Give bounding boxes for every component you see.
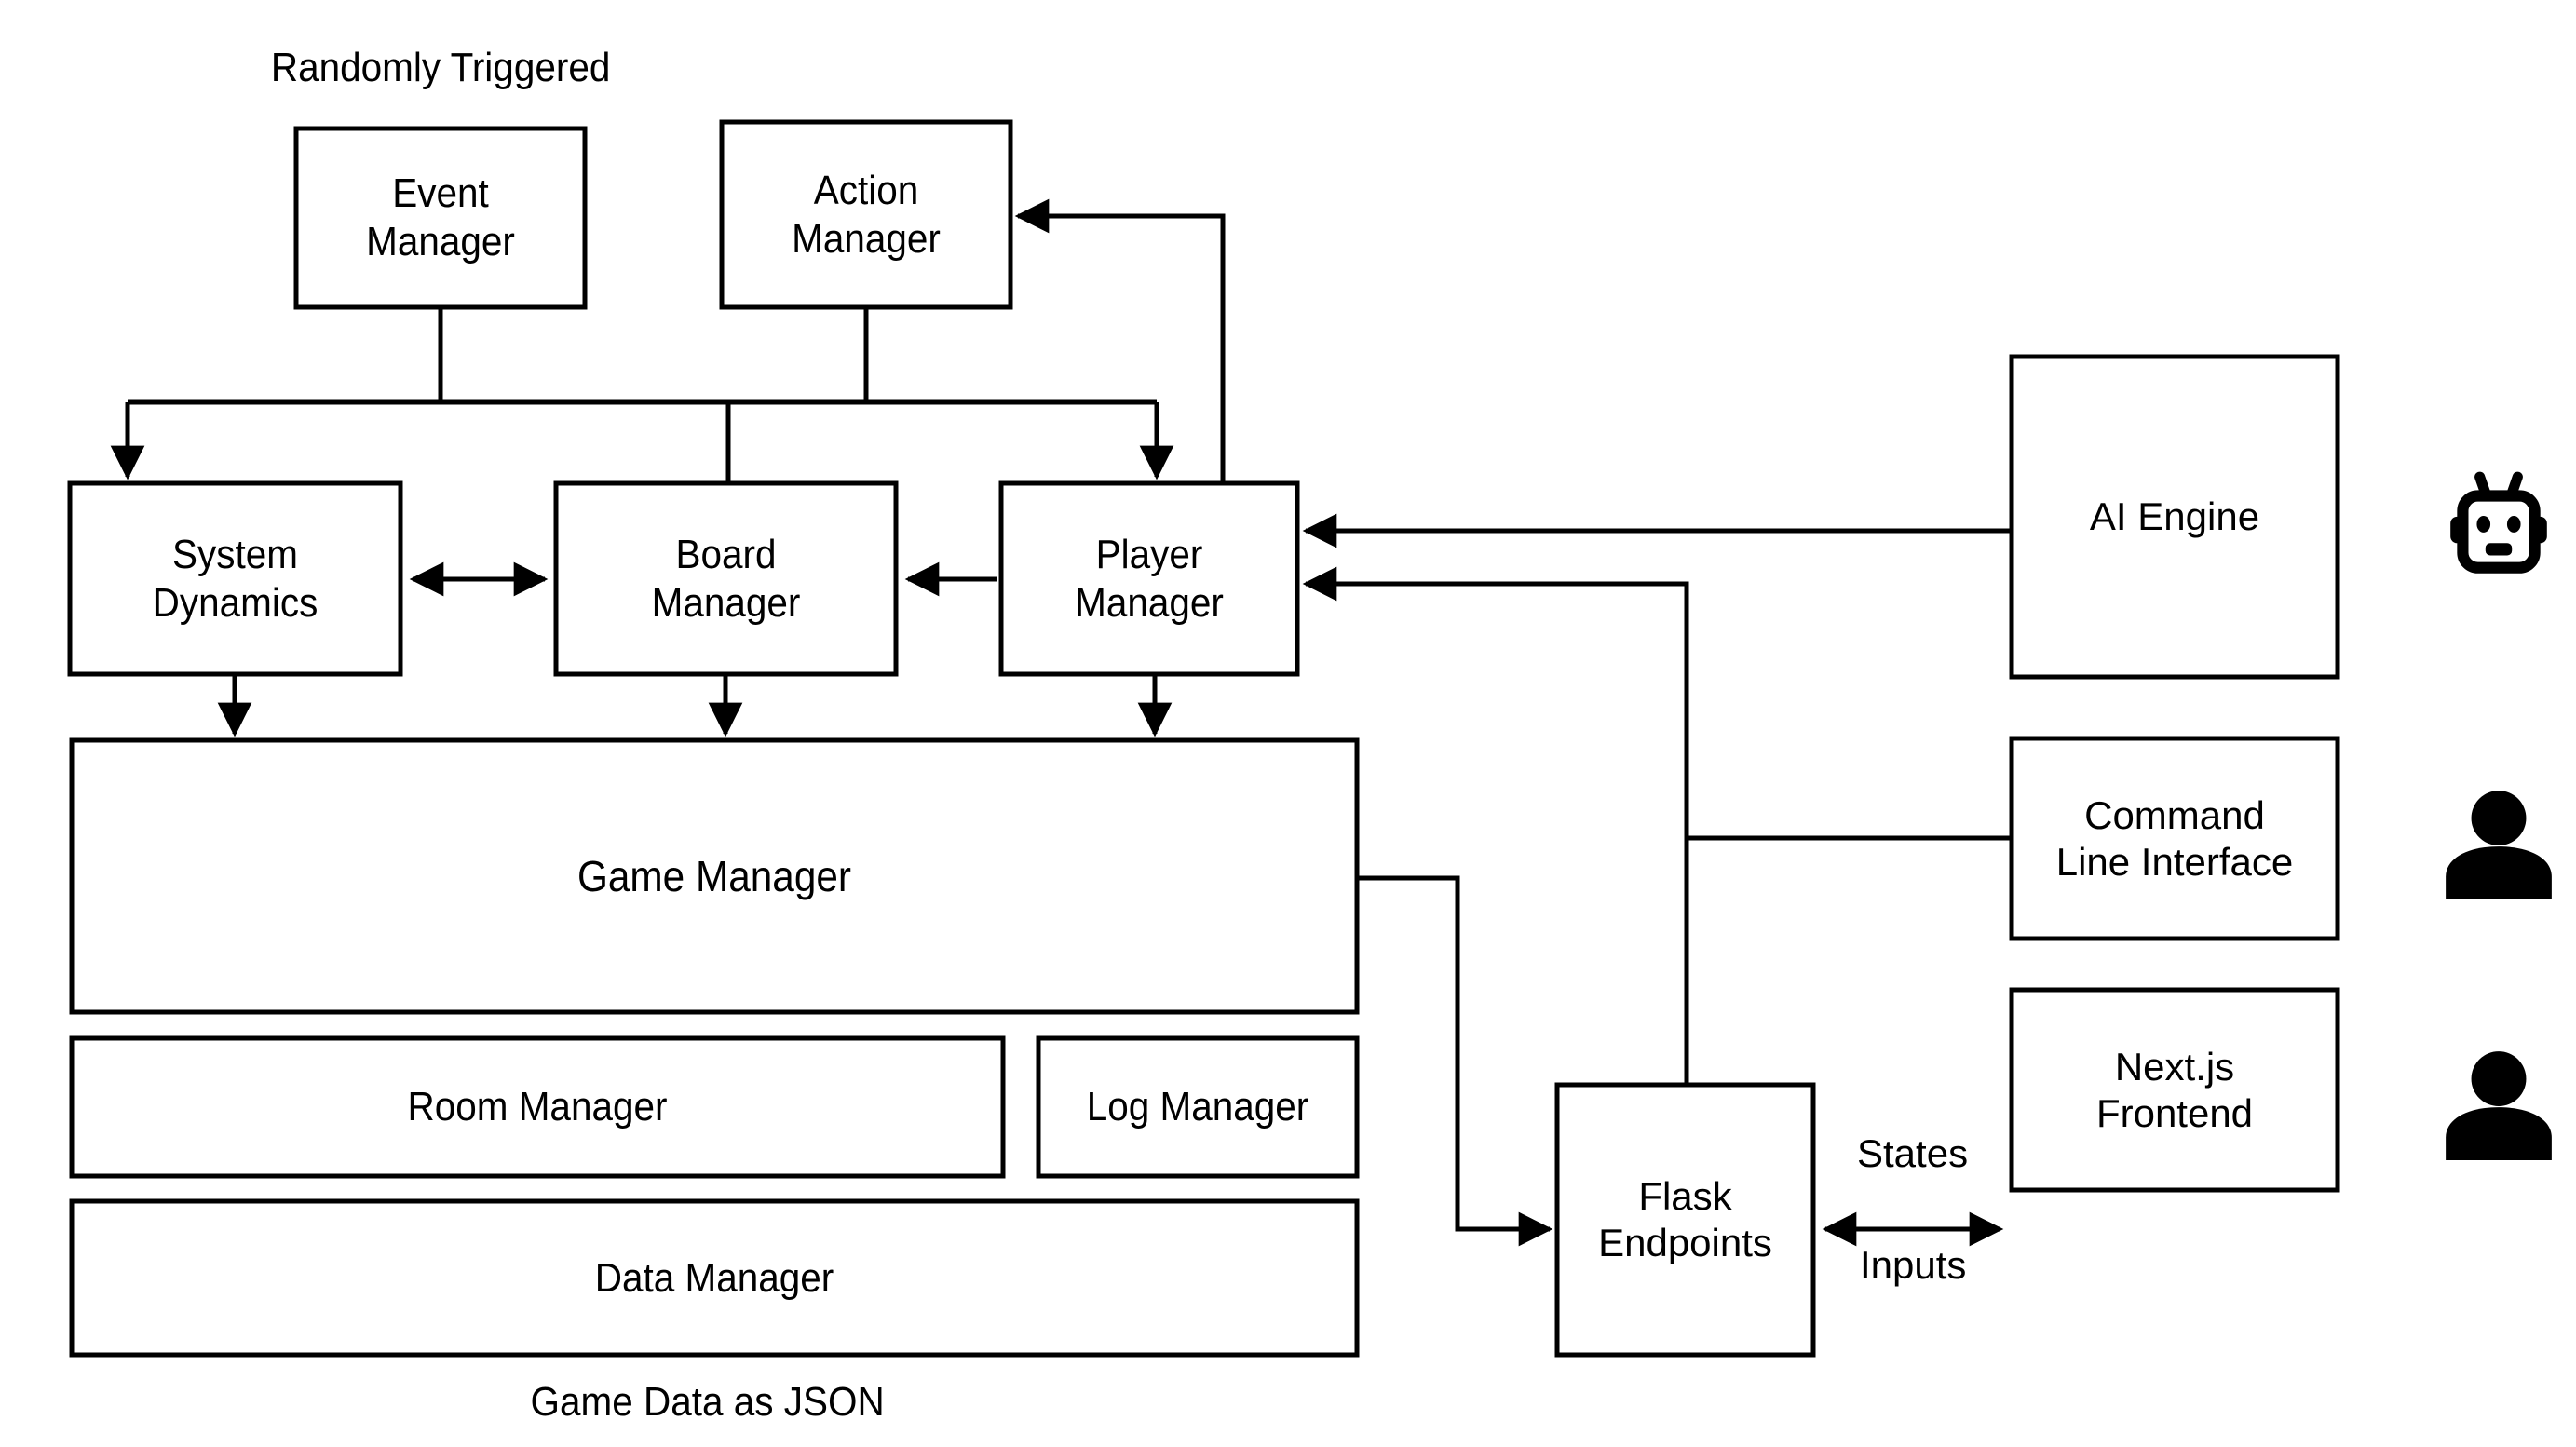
box-ai-engine[interactable]	[2009, 354, 2340, 680]
box-flask-endpoints[interactable]	[1554, 1082, 1816, 1358]
edge-player-manager-to-action-manager	[1014, 198, 1226, 483]
box-room-manager[interactable]	[69, 1035, 1006, 1179]
box-action-manager[interactable]	[719, 119, 1013, 310]
box-system-dynamics[interactable]	[67, 480, 403, 677]
annotation-randomly-triggered: Randomly Triggered	[270, 45, 611, 90]
user-icon-frontend	[2438, 1043, 2559, 1164]
box-game-manager[interactable]	[69, 737, 1360, 1015]
box-log-manager[interactable]	[1036, 1035, 1360, 1179]
box-data-manager[interactable]	[69, 1198, 1360, 1358]
box-player-manager[interactable]	[998, 480, 1300, 677]
box-board-manager[interactable]	[553, 480, 899, 677]
box-nextjs-frontend[interactable]	[2009, 987, 2340, 1193]
edge-game-manager-to-flask-endpoints	[1357, 875, 1553, 1247]
edge-flask-endpoints-to-player-manager	[1302, 566, 1689, 1085]
annotation-game-data-as-json: Game Data as JSON	[530, 1379, 885, 1425]
box-cli[interactable]	[2009, 736, 2340, 941]
edge-label-inputs: Inputs	[1860, 1243, 1967, 1287]
robot-icon	[2438, 466, 2559, 587]
box-event-manager[interactable]	[293, 126, 588, 310]
edge-label-states: States	[1857, 1131, 1969, 1175]
user-icon-cli	[2438, 782, 2559, 903]
